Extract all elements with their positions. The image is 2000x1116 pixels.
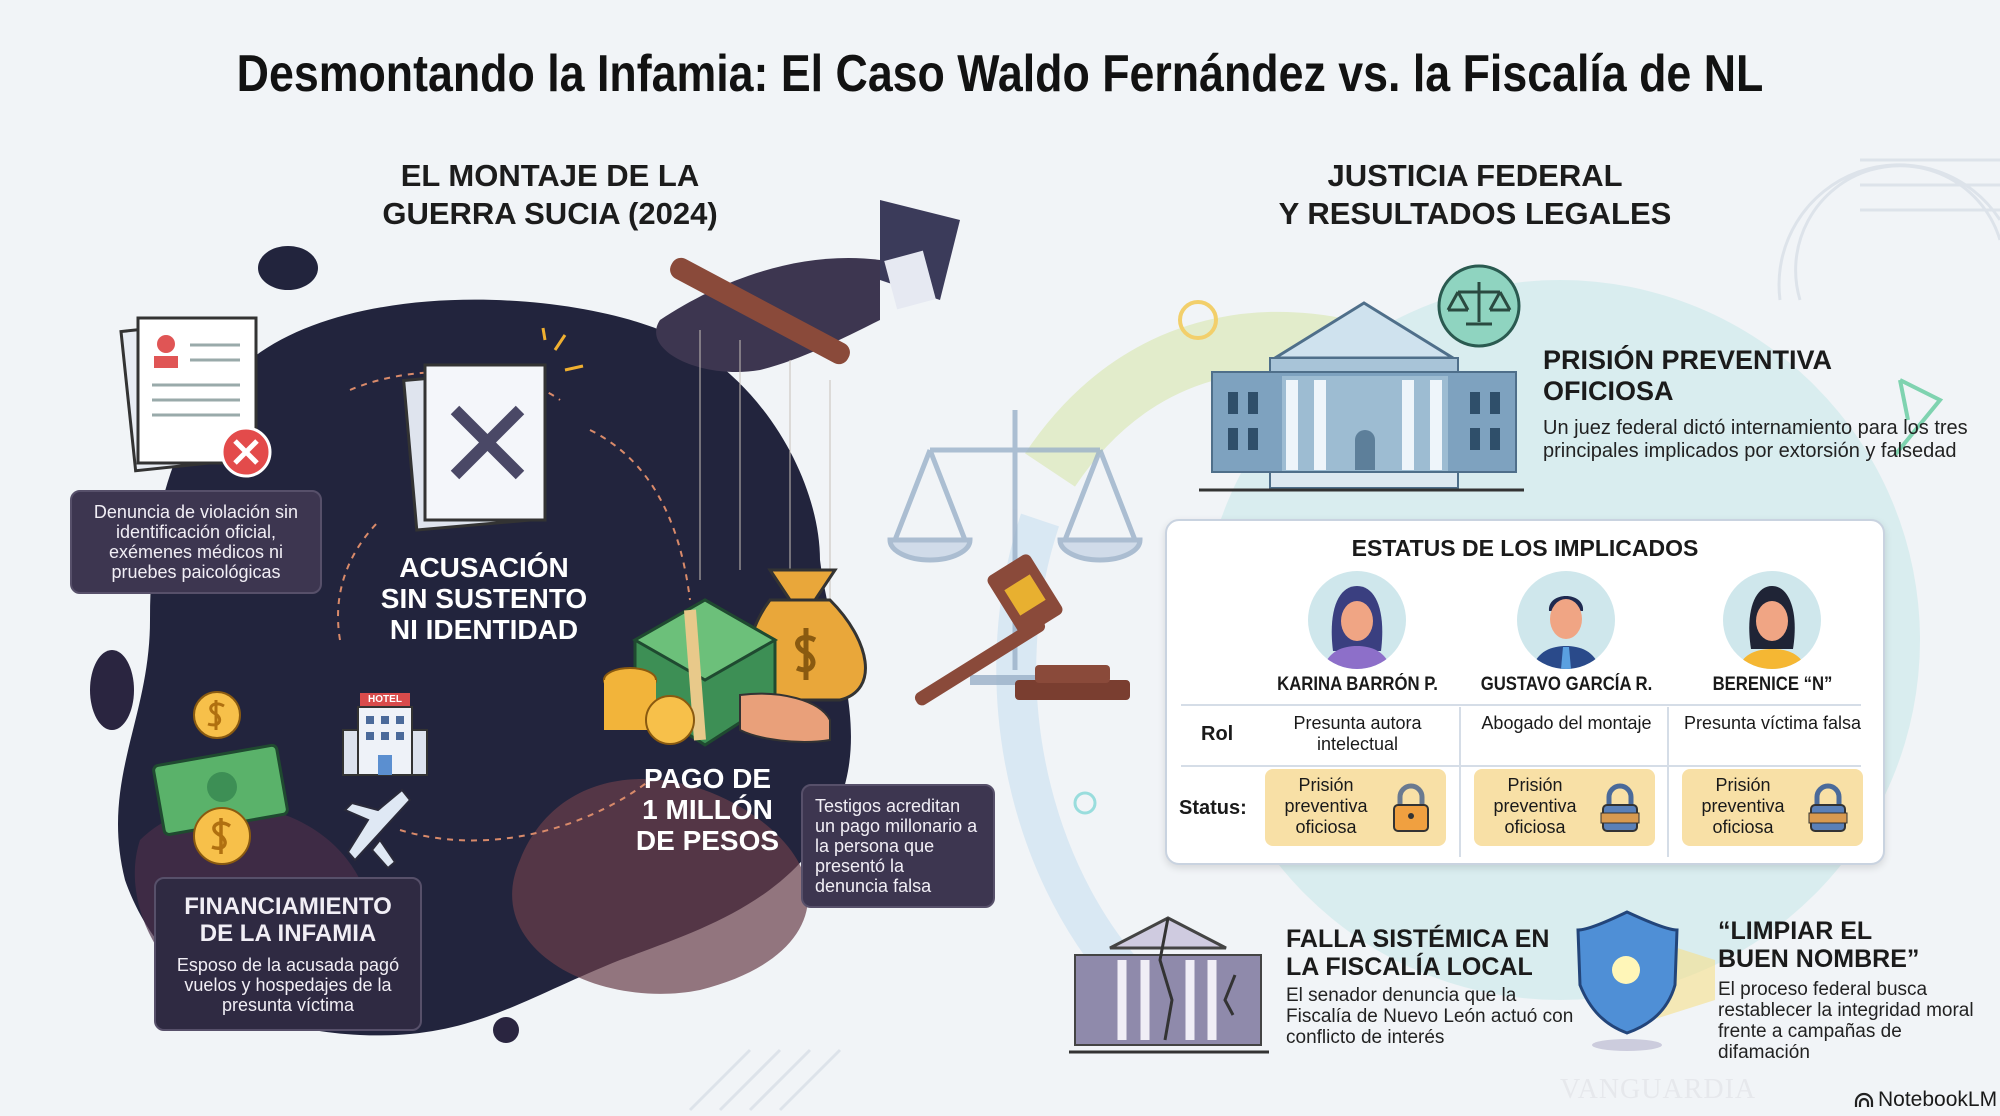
person-name: KARINA BARRÓN P. xyxy=(1277,674,1438,695)
divider xyxy=(1181,704,1861,706)
decorative-ring xyxy=(1178,300,1218,340)
financiamiento-heading: FINANCIAMIENTO xyxy=(184,893,392,920)
prision-block: PRISIÓN PREVENTIVA OFICIOSA Un juez fede… xyxy=(1543,345,1973,463)
person-name: BERENICE “N” xyxy=(1712,674,1833,695)
lock-icon xyxy=(1600,783,1640,832)
avatar-berenice xyxy=(1723,571,1821,669)
brand-notebooklm: NotebookLM xyxy=(1854,1088,1997,1112)
label-line: DE PESOS xyxy=(635,825,780,856)
divider xyxy=(1181,765,1861,767)
label-line: 1 MILLÓN xyxy=(642,794,773,825)
falla-block: FALLA SISTÉMICA EN LA FISCALÍA LOCAL El … xyxy=(1286,925,1586,1048)
hotel-sign: HOTEL xyxy=(368,694,402,705)
financiamiento-box: FINANCIAMIENTO DE LA INFAMIA Esposo de l… xyxy=(154,877,422,1031)
brand-label: NotebookLM xyxy=(1878,1088,1998,1111)
scales-badge-icon xyxy=(1437,264,1521,348)
falla-heading: FALLA SISTÉMICA EN xyxy=(1286,925,1550,953)
label-line: SIN SUSTENTO xyxy=(380,583,588,614)
status-cell: Prisión preventiva oficiosa xyxy=(1265,769,1446,846)
limpiar-heading: BUEN NOMBRE” xyxy=(1718,945,1920,973)
shield-icon xyxy=(1576,910,1715,1051)
decorative-ring xyxy=(1073,791,1097,815)
prision-heading: OFICIOSA xyxy=(1543,376,1674,406)
blob-drop xyxy=(258,246,318,290)
row-label-status: Status: xyxy=(1179,797,1247,819)
lock-icon xyxy=(1393,783,1429,832)
broken-courthouse-icon xyxy=(1069,916,1269,1054)
status-table-card: ESTATUS DE LOS IMPLICADOS KARINA BARRÓN … xyxy=(1165,519,1885,865)
lock-icon xyxy=(1808,783,1848,832)
avatar-karina xyxy=(1308,571,1406,669)
notebooklm-logo-icon xyxy=(1854,1092,1874,1107)
limpiar-block: “LIMPIAR EL BUEN NOMBRE” El proceso fede… xyxy=(1718,917,1988,1063)
role-cell: Presunta autora intelectual xyxy=(1293,713,1422,754)
puppeteer-hand-icon xyxy=(656,200,960,610)
row-label-role: Rol xyxy=(1201,723,1234,745)
hand-giving-icon xyxy=(739,692,831,743)
prision-heading: PRISIÓN PREVENTIVA xyxy=(1543,345,1833,375)
financiamiento-heading: DE LA INFAMIA xyxy=(199,920,377,947)
label-line: PAGO DE xyxy=(643,763,772,794)
table-title: ESTATUS DE LOS IMPLICADOS xyxy=(1351,535,1699,561)
decorative-lines xyxy=(688,158,2000,1112)
blob-drop xyxy=(90,650,134,730)
label-line: ACUSACIÓN xyxy=(399,552,569,583)
blob-accent xyxy=(512,779,808,994)
document-x-icon xyxy=(402,327,584,532)
left-section-heading: EL MONTAJE DE LA GUERRA SUCIA (2024) xyxy=(330,157,770,233)
status-text: Prisión preventiva oficiosa xyxy=(1284,775,1368,837)
person-name: GUSTAVO GARCÍA R. xyxy=(1480,674,1653,695)
coins-icon xyxy=(603,667,695,745)
status-text: Prisión preventiva oficiosa xyxy=(1701,775,1785,837)
pago-label: PAGO DE 1 MILLÓN DE PESOS xyxy=(620,763,795,856)
role-cell: Abogado del montaje xyxy=(1481,713,1652,733)
right-section-heading: JUSTICIA FEDERAL Y RESULTADOS LEGALES xyxy=(1240,157,1710,233)
divider xyxy=(1459,707,1461,857)
gavel-icon xyxy=(914,554,1130,706)
hotel-icon xyxy=(342,693,428,776)
label-line: NI IDENTIDAD xyxy=(389,614,579,645)
dashed-connector xyxy=(337,370,691,842)
prision-body: Un juez federal dictó internamiento para… xyxy=(1543,417,1968,462)
blob-drop xyxy=(493,1017,519,1043)
financiamiento-body: Esposo de la acusada pagó vuelos y hospe… xyxy=(176,955,400,1015)
heading-line: GUERRA SUCIA (2024) xyxy=(382,196,718,231)
money-bag-icon xyxy=(747,568,867,702)
courthouse-icon xyxy=(1199,301,1524,492)
decorative-arrow xyxy=(1893,378,1944,457)
avatar-gustavo xyxy=(1517,571,1615,669)
falla-heading: LA FISCALÍA LOCAL xyxy=(1286,953,1533,981)
document-rejected-icon xyxy=(119,316,272,478)
status-text: Prisión preventiva oficiosa xyxy=(1493,775,1577,837)
callout-testigos: Testigos acreditan un pago millonario a … xyxy=(801,784,995,908)
falla-body: El senador denuncia que la Fiscalía de N… xyxy=(1286,985,1574,1048)
page-title: Desmontando la Infamia: El Caso Waldo Fe… xyxy=(236,45,1764,103)
limpiar-heading: “LIMPIAR EL xyxy=(1718,917,1873,945)
acusacion-label: ACUSACIÓN SIN SUSTENTO NI IDENTIDAD xyxy=(364,552,604,645)
status-cell: Prisión preventiva oficiosa xyxy=(1474,769,1655,846)
heading-line: JUSTICIA FEDERAL xyxy=(1327,158,1623,193)
airplane-icon xyxy=(343,788,412,870)
limpiar-body: El proceso federal busca restablecer la … xyxy=(1718,979,1974,1063)
heading-line: EL MONTAJE DE LA xyxy=(400,158,700,193)
divider xyxy=(1667,707,1669,857)
heading-line: Y RESULTADOS LEGALES xyxy=(1278,196,1672,231)
coins-icon xyxy=(152,691,289,865)
watermark: VANGUARDIA xyxy=(1560,1074,1757,1105)
role-cell: Presunta víctima falsa xyxy=(1683,713,1862,733)
callout-denuncia: Denuncia de violación sin identificación… xyxy=(70,490,322,594)
status-cell: Prisión preventiva oficiosa xyxy=(1682,769,1863,846)
